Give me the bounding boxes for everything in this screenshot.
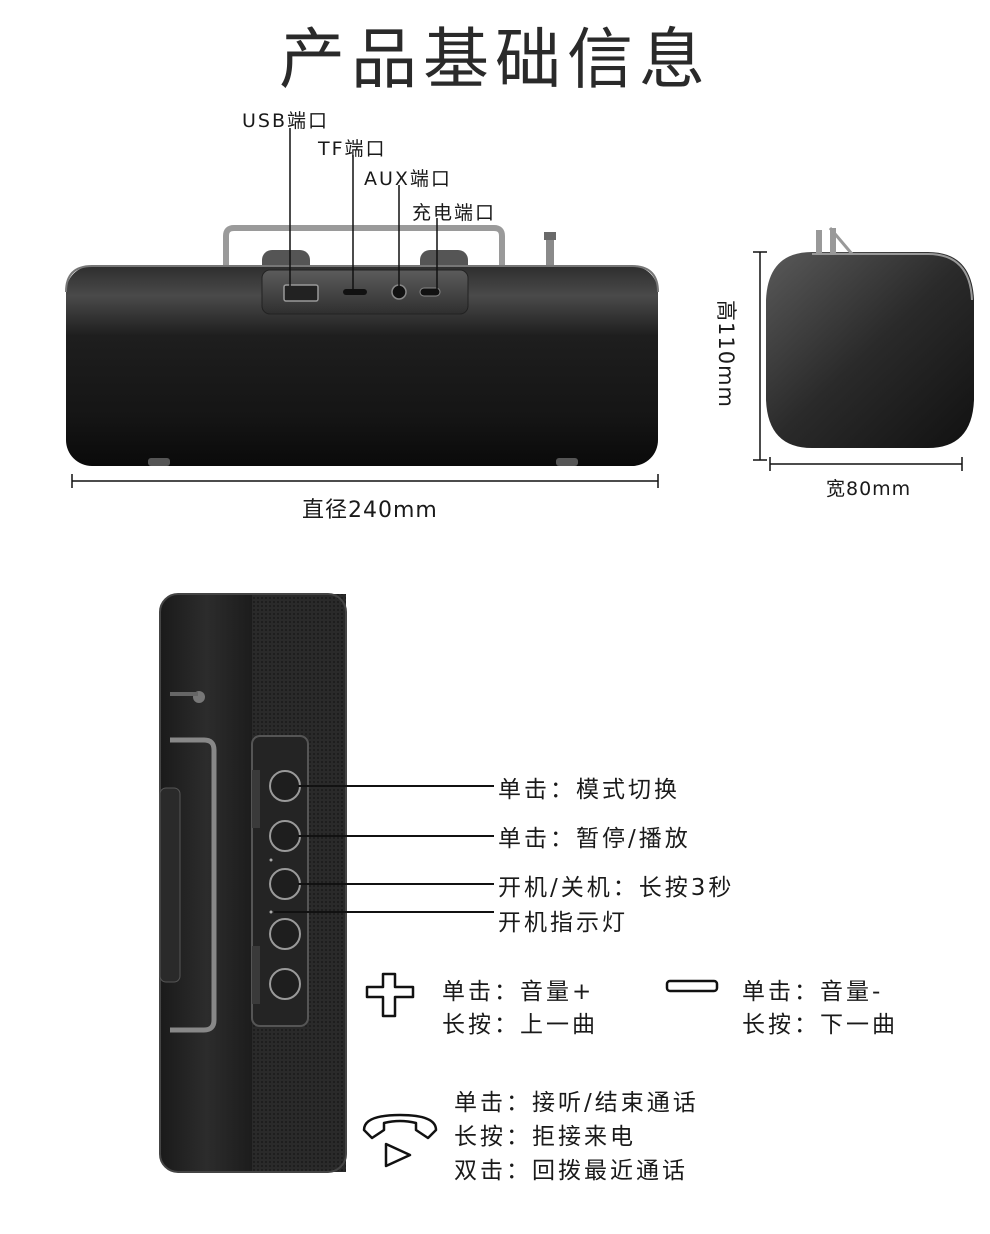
- phone-label-2: 长按：拒接来电: [454, 1124, 636, 1150]
- antenna: [546, 240, 554, 280]
- usb-port-label: USB端口: [242, 110, 330, 132]
- volume-minus-button: [269, 968, 301, 1000]
- handle-side: [170, 737, 217, 1033]
- minus-icon: [665, 979, 719, 993]
- page-title: 产品基础信息: [279, 21, 711, 98]
- play-pause-button-label: 单击：暂停/播放: [498, 826, 691, 852]
- mode-button-label: 单击：模式切换: [498, 777, 680, 803]
- volume-minus-label-2: 长按：下一曲: [742, 1012, 898, 1038]
- tf-port-label: TF端口: [318, 138, 387, 160]
- indicator-light-label: 开机指示灯: [498, 910, 628, 936]
- volume-plus-label-1: 单击：音量+: [442, 979, 595, 1005]
- speaker-side-view: [766, 252, 974, 448]
- volume-minus-label-1: 单击：音量-: [742, 979, 884, 1005]
- width-label: 宽80mm: [826, 478, 912, 500]
- volume-plus-button: [269, 918, 301, 950]
- speaker-control-view: [159, 593, 719, 1173]
- plus-icon: [365, 972, 415, 1018]
- height-label: 高110mm: [714, 300, 738, 408]
- power-button-label: 开机/关机：长按3秒: [498, 875, 735, 901]
- aux-port: [391, 284, 407, 300]
- power-button: [269, 868, 301, 900]
- handle: [223, 225, 505, 275]
- speaker-body: [66, 266, 658, 466]
- speaker-front-view: [65, 128, 974, 488]
- phone-label-1: 单击：接听/结束通话: [454, 1090, 699, 1116]
- phone-icon: [362, 1113, 438, 1168]
- diameter-label: 直径240mm: [302, 498, 438, 523]
- charge-port-label: 充电端口: [412, 202, 497, 224]
- phone-label-3: 双击：回拨最近通话: [454, 1158, 688, 1184]
- charge-port: [419, 287, 441, 297]
- power-indicator-light: [269, 910, 273, 914]
- usb-port: [283, 284, 319, 302]
- aux-port-label: AUX端口: [364, 168, 452, 190]
- volume-plus-label-2: 长按：上一曲: [442, 1012, 598, 1038]
- mode-button: [269, 770, 301, 802]
- tf-port: [343, 289, 367, 295]
- play-pause-button: [269, 820, 301, 852]
